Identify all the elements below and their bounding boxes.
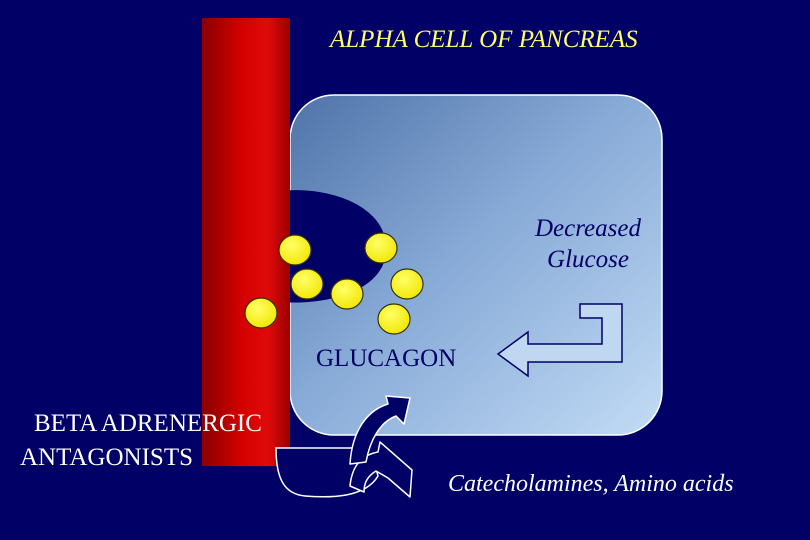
glucagon-granules [244,232,424,335]
diagram-title: ALPHA CELL OF PANCREAS [330,26,638,53]
glucagon-granule [330,278,364,310]
glucagon-granule [244,297,278,329]
glucagon-label: GLUCAGON [316,345,457,372]
catecholamines-amino-acids-label: Catecholamines, Amino acids [448,471,734,497]
glucagon-granule [390,268,424,300]
beta-adrenergic-antagonists-label: BETA ADRENERGIC ANTAGONISTS [20,407,262,475]
glucagon-granule [278,234,312,266]
stimulation-arrow [349,441,413,498]
decreased-glucose-line1: Decreased [535,215,641,242]
beta-label-line2: ANTAGONISTS [20,444,193,471]
beta-label-line1: BETA ADRENERGIC [34,410,262,437]
blood-vessel [202,18,290,466]
glucagon-granule [377,303,411,335]
decreased-glucose-line2: Glucose [547,246,629,273]
stimulus-arrow [496,303,623,378]
decreased-glucose-label: Decreased Glucose [522,213,654,275]
glucagon-granule [364,232,398,264]
secretion-arrow [349,395,411,465]
glucagon-granule [290,268,324,300]
